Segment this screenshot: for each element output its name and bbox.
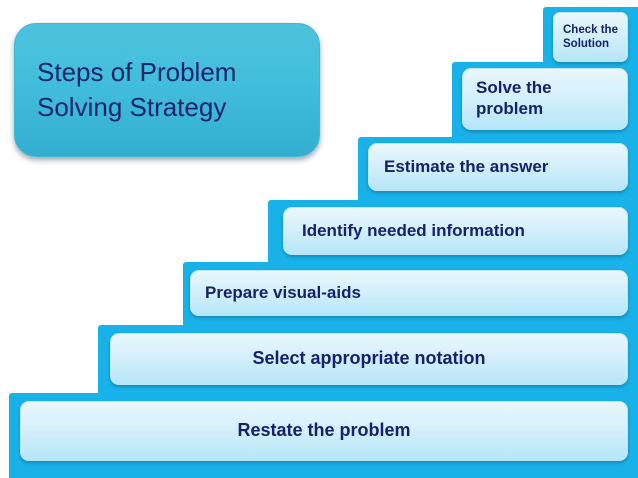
step-label-6: Solve the problem: [476, 78, 552, 118]
step-chip-check-the-solution[interactable]: Check the Solution: [553, 12, 628, 62]
step-chip-prepare-visual-aids[interactable]: Prepare visual-aids: [190, 270, 628, 316]
title-card: Steps of Problem Solving Strategy: [14, 23, 320, 157]
step-chip-solve-the-problem[interactable]: Solve the problem: [462, 68, 628, 130]
step-label-5: Estimate the answer: [384, 156, 549, 176]
step-chip-identify-needed-information[interactable]: Identify needed information: [283, 207, 628, 255]
page-title: Steps of Problem Solving Strategy: [37, 56, 237, 122]
step-label-4: Identify needed information: [302, 220, 525, 240]
step-label-7: Check the Solution: [563, 23, 618, 50]
step-chip-select-appropriate-notation[interactable]: Select appropriate notation: [110, 333, 628, 385]
step-chip-restate-the-problem[interactable]: Restate the problem: [20, 401, 628, 461]
step-label-3: Prepare visual-aids: [205, 282, 361, 302]
step-label-1: Restate the problem: [237, 420, 411, 441]
step-label-2: Select appropriate notation: [252, 348, 486, 369]
step-chip-estimate-the-answer[interactable]: Estimate the answer: [368, 143, 628, 191]
